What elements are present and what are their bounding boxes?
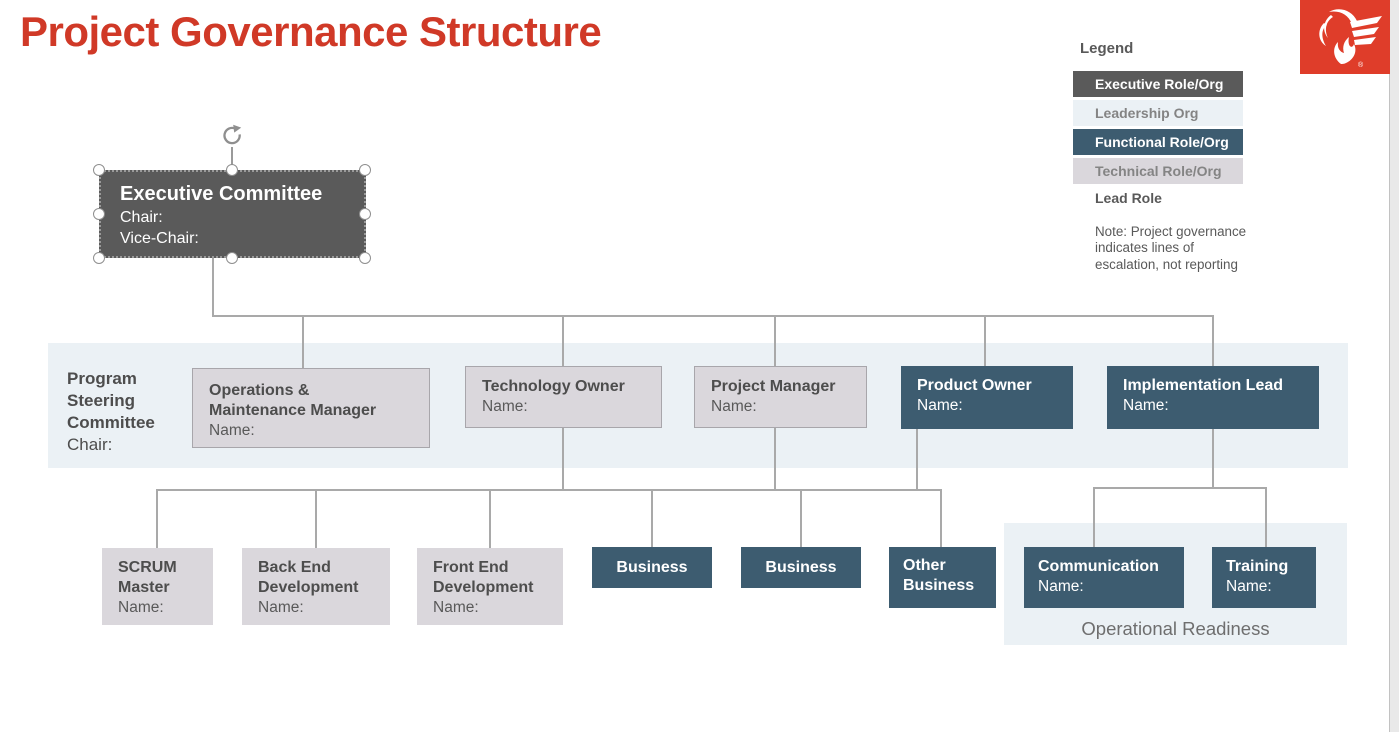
legend-item-lead-role: Lead Role [1095,190,1162,206]
box-title: Front End Development [433,559,534,596]
connector-line [1265,487,1267,547]
selection-handle-w[interactable] [93,208,105,220]
connector-line [800,489,802,547]
connector-line [984,315,986,367]
box-name-line: Name: [1226,578,1272,595]
box-title: Technology Owner [482,378,625,395]
registered-mark: ® [1358,61,1364,69]
selection-handle-n[interactable] [226,164,238,176]
box-name-line: Name: [1038,578,1084,595]
box-name-line: Name: [711,398,757,415]
selection-handle-nw[interactable] [93,164,105,176]
org-box-front-end-development[interactable]: Front End Development Name: [417,548,563,625]
box-title: Business [616,558,688,576]
connector-line [774,315,776,367]
connector-line [774,428,776,490]
box-line-chair: Chair: [120,209,163,226]
box-title: Product Owner [917,377,1032,394]
org-box-product-owner[interactable]: Product Owner Name: [901,366,1073,429]
legend-item-leadership: Leadership Org [1073,100,1243,126]
steering-committee-chair: Chair: [67,435,113,454]
connector-line [212,315,1214,317]
rotate-handle-stem [231,147,233,165]
box-name-line: Name: [258,599,304,616]
phoenix-icon: ® [1319,9,1382,69]
org-box-back-end-development[interactable]: Back End Development Name: [242,548,390,625]
box-name-line: Name: [209,422,255,439]
selection-handle-s[interactable] [226,252,238,264]
rotate-handle-icon[interactable] [220,124,244,148]
box-title: Training [1226,558,1289,575]
connector-line [940,489,942,547]
box-name-line: Name: [118,599,164,616]
connector-line [1093,487,1095,547]
selection-handle-se[interactable] [359,252,371,264]
box-name-line: Name: [1123,397,1169,414]
org-box-business-1[interactable]: Business [592,547,712,588]
box-name-line: Name: [433,599,479,616]
connector-line [651,489,653,547]
connector-line [212,258,214,317]
steering-committee-title: Program Steering Committee [67,369,155,432]
steering-committee-label: Program Steering Committee Chair: [67,368,187,456]
selection-handle-ne[interactable] [359,164,371,176]
legend-heading: Legend [1080,40,1134,57]
legend-item-executive: Executive Role/Org [1073,71,1243,97]
org-box-communication[interactable]: Communication Name: [1024,547,1184,608]
org-box-training[interactable]: Training Name: [1212,547,1316,608]
org-box-business-2[interactable]: Business [741,547,861,588]
connector-line [1212,429,1214,489]
org-box-technology-owner[interactable]: Technology Owner Name: [465,366,662,428]
selection-handle-e[interactable] [359,208,371,220]
selection-handle-sw[interactable] [93,252,105,264]
connector-line [302,315,304,369]
operational-readiness-label: Operational Readiness [1081,618,1270,639]
org-box-implementation-lead[interactable]: Implementation Lead Name: [1107,366,1319,429]
org-box-project-manager[interactable]: Project Manager Name: [694,366,867,428]
box-title: Communication [1038,558,1159,575]
box-title: SCRUM Master [118,559,177,596]
box-title: Operations & Maintenance Manager [209,382,377,419]
org-box-executive-committee[interactable]: Executive Committee Chair: Vice-Chair: [99,170,366,258]
box-title: Project Manager [711,378,836,395]
page-title[interactable]: Project Governance Structure [20,8,602,55]
connector-line [916,429,918,490]
connector-line [562,428,564,490]
connector-line [1093,487,1267,489]
box-title: Back End Development [258,559,359,596]
legend-item-functional: Functional Role/Org [1073,129,1243,155]
right-gutter [1389,0,1399,732]
connector-line [315,489,317,548]
box-name-line: Name: [482,398,528,415]
org-box-other-business[interactable]: Other Business [889,547,996,608]
legend-item-technical: Technical Role/Org [1073,158,1243,184]
org-box-operations-maintenance-manager[interactable]: Operations & Maintenance Manager Name: [192,368,430,448]
box-title: Executive Committee [120,183,323,205]
legend-note: Note: Project governance indicates lines… [1095,224,1247,272]
phoenix-logo: ® [1300,0,1390,74]
connector-line [489,489,491,548]
connector-line [562,315,564,367]
connector-line [1212,315,1214,367]
org-box-scrum-master[interactable]: SCRUM Master Name: [102,548,213,625]
box-title: Other Business [903,557,975,594]
connector-line [156,489,158,548]
box-line-vice-chair: Vice-Chair: [120,230,199,247]
box-name-line: Name: [917,397,963,414]
box-title: Implementation Lead [1123,377,1284,394]
box-title: Business [765,558,837,576]
connector-line [156,489,942,491]
